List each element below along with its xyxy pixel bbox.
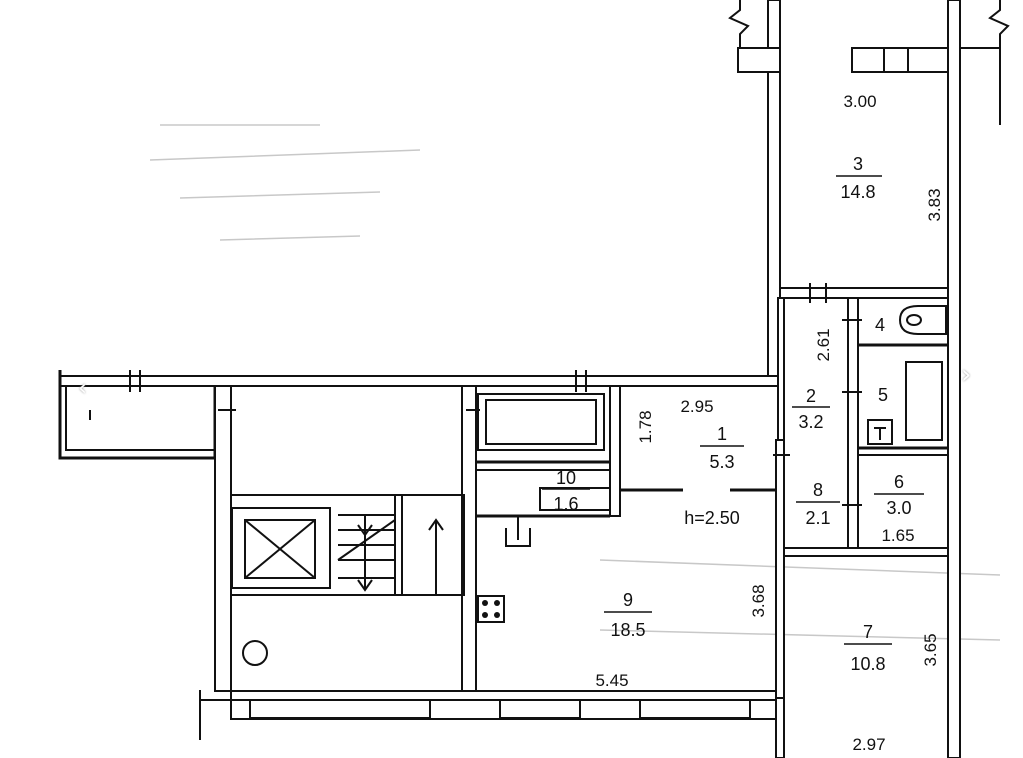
walls: [58, 0, 1010, 758]
room-10-label: 10 1.6: [542, 468, 590, 514]
room-3-label: 3 14.8: [836, 154, 882, 202]
room-7-area: 10.8: [850, 654, 885, 674]
room-10-number: 10: [556, 468, 576, 488]
ceiling-height: h=2.50: [684, 508, 740, 528]
room-1-number: 1: [717, 424, 727, 444]
room-4-number: 4: [875, 315, 885, 335]
room-3-area: 14.8: [840, 182, 875, 202]
room-10-area: 1.6: [553, 494, 578, 514]
dimension-1-78: 1.78: [636, 410, 655, 443]
room-2-label: 2 3.2: [792, 386, 830, 432]
room-1-label: 1 5.3: [700, 424, 744, 472]
dimension-2-97: 2.97: [852, 735, 885, 754]
room-7-number: 7: [863, 622, 873, 642]
dimension-3-00: 3.00: [843, 92, 876, 111]
dimension-3-83: 3.83: [925, 188, 944, 221]
background-artifacts: [149, 124, 1001, 641]
fixtures: [477, 305, 947, 623]
storage-block: [477, 393, 611, 511]
dimension-1-65: 1.65: [881, 526, 914, 545]
stairwell: [230, 494, 465, 691]
room-5-number: 5: [878, 385, 888, 405]
room-2-number: 2: [806, 386, 816, 406]
room-9-number: 9: [623, 590, 633, 610]
room-4-label: 4: [875, 315, 885, 335]
room-6-label: 6 3.0: [874, 472, 924, 518]
room-5-label: 5: [878, 385, 888, 405]
room-3-number: 3: [853, 154, 863, 174]
dimension-2-61: 2.61: [814, 328, 833, 361]
chevron-right-icon[interactable]: ›: [961, 360, 972, 390]
room-2-area: 3.2: [798, 412, 823, 432]
dimension-3-68: 3.68: [749, 584, 768, 617]
room-6-number: 6: [894, 472, 904, 492]
dimension-5-45: 5.45: [595, 671, 628, 690]
chevron-left-icon[interactable]: ‹: [78, 376, 87, 401]
room-8-area: 2.1: [805, 508, 830, 528]
room-8-number: 8: [813, 480, 823, 500]
dimension-2-95: 2.95: [680, 397, 713, 416]
room-7-label: 7 10.8: [844, 622, 892, 674]
room-9-label: 9 18.5: [604, 590, 652, 640]
room-6-area: 3.0: [886, 498, 911, 518]
room-1-area: 5.3: [709, 452, 734, 472]
room-9-area: 18.5: [610, 620, 645, 640]
dimension-3-65: 3.65: [921, 633, 940, 666]
room-8-label: 8 2.1: [796, 480, 840, 528]
